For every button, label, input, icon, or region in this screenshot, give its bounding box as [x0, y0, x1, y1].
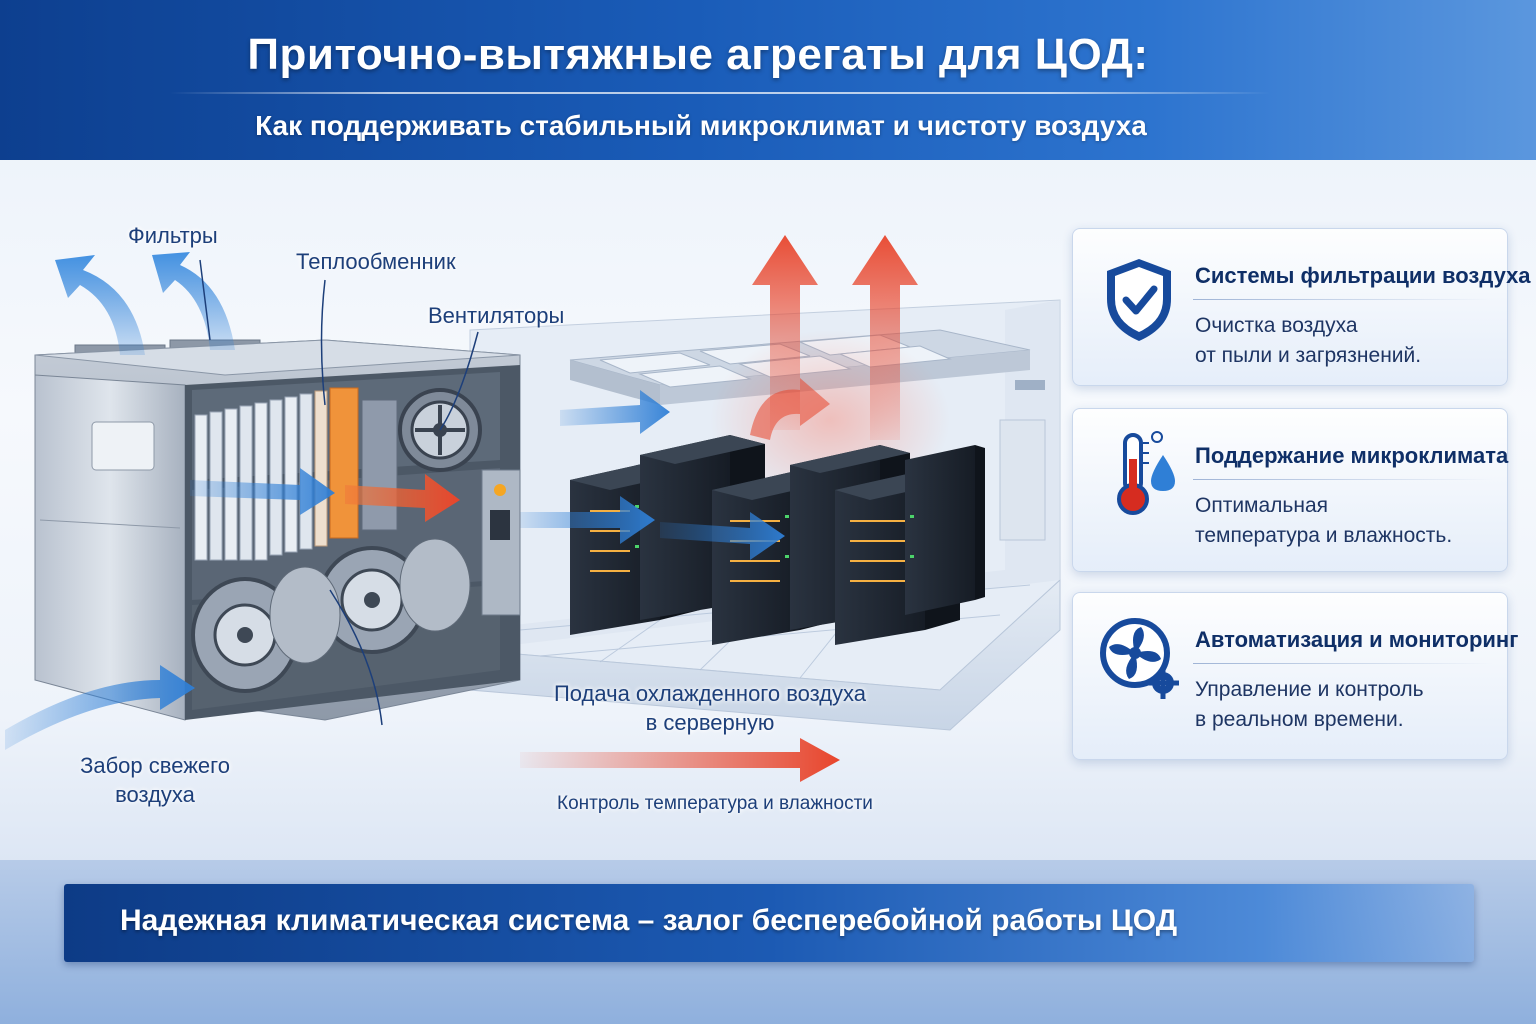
feature-description: Очистка воздуха от пыли и загрязнений.: [1195, 311, 1421, 372]
hot-air-exhaust-arrows: [750, 235, 918, 440]
footer-slogan: Надежная климатическая система – залог б…: [120, 904, 1178, 937]
leader-lines: [199, 259, 479, 726]
feature-line1: Оптимальная: [1195, 494, 1329, 517]
feature-line1: Очистка воздуха: [1195, 314, 1358, 337]
feature-line1: Управление и контроль: [1195, 678, 1424, 701]
feature-divider: [1193, 479, 1493, 480]
feature-line2: от пыли и загрязнений.: [1195, 344, 1422, 368]
air-handling-unit: [34, 339, 521, 721]
lower-fans: [191, 538, 471, 693]
feature-description: Управление и контроль в реальном времени…: [1195, 675, 1424, 736]
feature-card-microclimate: Поддержание микроклимата Оптимальная тем…: [1072, 408, 1508, 572]
label-supply-line1: Подача охлажденного воздуха: [553, 681, 867, 706]
exhaust-air-arrows: [55, 252, 235, 355]
feature-title: Системы фильтрации воздуха: [1195, 263, 1531, 288]
footer-banner: [64, 884, 1474, 962]
cool-air-supply-arrows: [520, 390, 785, 560]
header-banner: [0, 0, 1536, 160]
server-racks: [570, 435, 985, 645]
diagram-illustration: [5, 235, 1061, 782]
server-rack: [905, 445, 985, 615]
label-supply-line2: в серверную: [645, 709, 775, 735]
label-fresh-air-intake: Забор свежего воздуха: [60, 752, 250, 809]
label-control: Контроль температура и влажности: [557, 793, 873, 814]
ventilation-diagram: Фильтры Теплообменник Вентиляторы Забор …: [0, 160, 1536, 860]
thermometer-droplet-icon: [1117, 431, 1175, 515]
feature-description: Оптимальная температура и влажность.: [1195, 491, 1452, 552]
label-fans: Вентиляторы: [428, 303, 565, 328]
label-filters: Фильтры: [128, 223, 218, 248]
label-intake-line2: воздуха: [115, 781, 195, 807]
label-cool-air-supply: Подача охлажденного воздуха в серверную: [540, 680, 880, 737]
feature-divider: [1193, 663, 1493, 664]
page-title: Приточно-вытяжные агрегаты для ЦОД:: [247, 30, 1149, 79]
feature-card-automation: Автоматизация и мониторинг Управление и …: [1072, 592, 1518, 760]
feature-divider: [1193, 299, 1493, 300]
label-intake-line1: Забор свежего: [80, 753, 230, 778]
filter-panels: [194, 387, 359, 561]
feature-line2: температура и влажность.: [1195, 524, 1453, 548]
header-divider: [170, 92, 1270, 94]
fan-gear-icon: [1100, 618, 1179, 699]
feature-line2: в реальном времени.: [1195, 708, 1404, 732]
feature-title: Поддержание микроклимата: [1195, 443, 1509, 468]
fresh-air-intake-arrow: [5, 665, 195, 750]
label-heat-exchanger: Теплообменник: [296, 249, 456, 274]
page-subtitle: Как поддерживать стабильный микроклимат …: [255, 110, 1147, 141]
feature-card-filtration: Системы фильтрации воздуха Очистка возду…: [1072, 228, 1531, 386]
control-arrow: [520, 738, 840, 782]
shield-check-icon: [1107, 259, 1171, 341]
feature-title: Автоматизация и мониторинг: [1195, 627, 1519, 652]
